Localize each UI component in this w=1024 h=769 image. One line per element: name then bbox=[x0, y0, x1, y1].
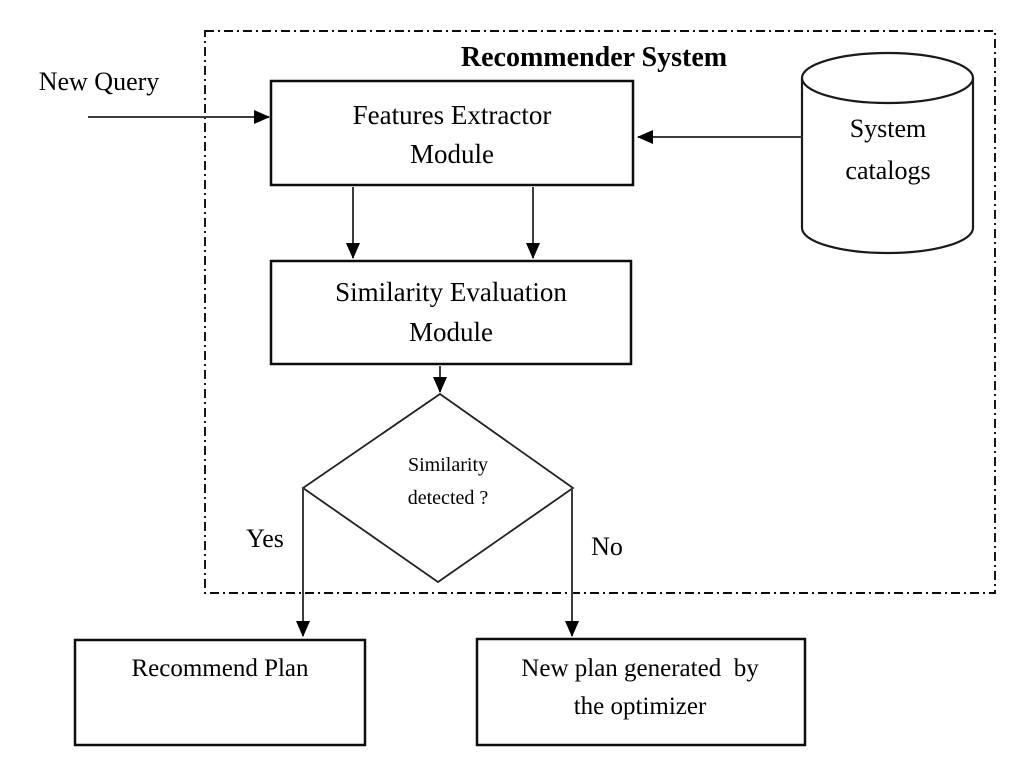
database-cylinder-top bbox=[800, 51, 975, 105]
similarity-evaluation-label-line1: Similarity Evaluation bbox=[335, 277, 567, 307]
recommend-plan-node bbox=[73, 638, 367, 747]
features-extractor-node bbox=[269, 79, 635, 187]
yes-label: Yes bbox=[246, 524, 284, 553]
similarity-decision-node bbox=[301, 392, 575, 584]
similarity-evaluation-label-line2: Module bbox=[409, 317, 493, 347]
new-plan-optimizer-label-line1: New plan generated by bbox=[521, 655, 759, 682]
similarity-evaluation-node bbox=[269, 259, 633, 366]
features-extractor-label-line2: Module bbox=[410, 139, 494, 169]
database-cylinder-shape bbox=[800, 78, 975, 255]
system-catalogs-label-line1: System bbox=[850, 114, 927, 143]
diagram-title: Recommender System bbox=[461, 42, 727, 73]
new-plan-optimizer-label-line2: the optimizer bbox=[574, 693, 707, 720]
system-catalogs-label-line2: catalogs bbox=[845, 156, 930, 185]
recommend-plan-label: Recommend Plan bbox=[131, 655, 309, 682]
features-extractor-label-line1: Features Extractor bbox=[353, 100, 552, 130]
similarity-decision-label-line2: detected ? bbox=[408, 487, 489, 509]
new-plan-optimizer-node bbox=[475, 637, 807, 747]
similarity-decision-label-line1: Similarity bbox=[408, 454, 488, 476]
no-label: No bbox=[591, 532, 623, 561]
new-query-label: New Query bbox=[39, 67, 160, 96]
recommender-system-boundary bbox=[204, 30, 996, 594]
